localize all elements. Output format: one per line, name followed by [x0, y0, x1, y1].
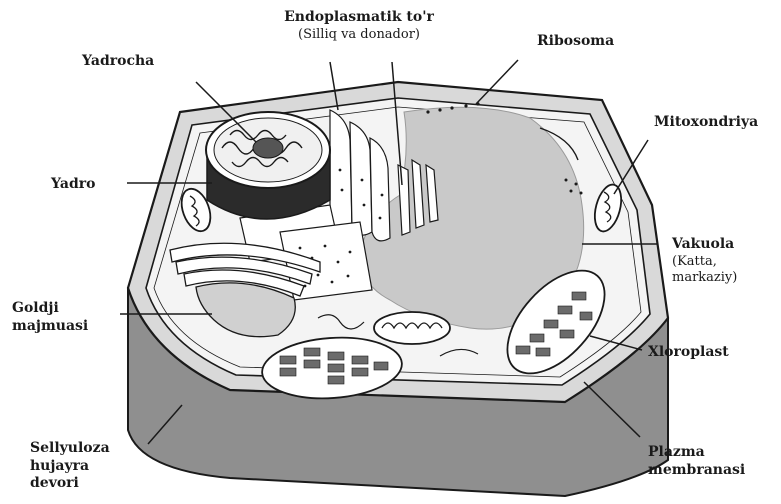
nucleus	[206, 112, 330, 219]
label-devor-line1: Sellyuloza	[30, 440, 110, 458]
mitochondrion-center	[374, 312, 450, 344]
label-endoplasmatik-sub: (Silliq va donador)	[250, 27, 468, 43]
label-goldji: Goldji majmuasi	[12, 300, 88, 335]
label-devor-line2: hujayra	[30, 458, 110, 476]
label-vakuola-title: Vakuola	[672, 236, 737, 254]
nucleolus	[253, 138, 283, 158]
label-plazma-line1: Plazma	[648, 444, 745, 462]
label-endoplasmatik: Endoplasmatik to'r (Silliq va donador)	[250, 9, 468, 43]
label-vakuola-sub1: (Katta,	[672, 254, 737, 270]
label-plazma-line2: membranasi	[648, 462, 745, 480]
label-mitoxondriya: Mitoxondriya	[654, 114, 758, 132]
label-vakuola-sub2: markaziy)	[672, 270, 737, 286]
label-goldji-line1: Goldji	[12, 300, 88, 318]
label-ribosoma: Ribosoma	[537, 33, 614, 51]
label-xloroplast: Xloroplast	[648, 344, 729, 362]
label-endoplasmatik-title: Endoplasmatik to'r	[250, 9, 468, 27]
label-devor-line3: devori	[30, 475, 110, 493]
label-goldji-line2: majmuasi	[12, 318, 88, 336]
label-yadro: Yadro	[51, 176, 95, 194]
label-yadrocha: Yadrocha	[82, 53, 154, 71]
label-plazma: Plazma membranasi	[648, 444, 745, 479]
label-devor: Sellyuloza hujayra devori	[30, 440, 110, 493]
label-vakuola: Vakuola (Katta, markaziy)	[672, 236, 737, 286]
